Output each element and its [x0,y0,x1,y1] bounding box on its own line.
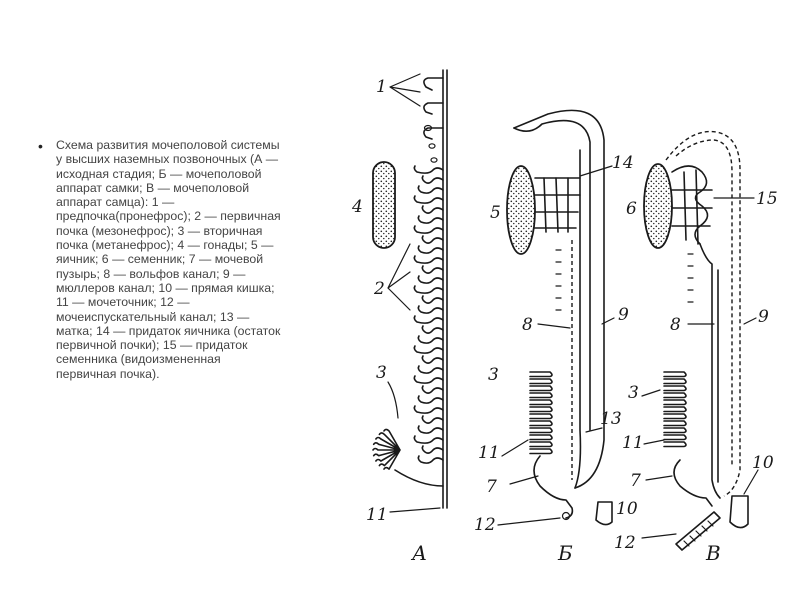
label-b-9: 9 [618,305,629,325]
label-a-3: 3 [376,363,387,383]
panel-label-b: Б [557,541,573,565]
mullerian-duct-b [513,109,605,489]
urethra-c [675,511,721,551]
rectum-c [729,495,749,529]
bladder-b [533,455,574,519]
label-c-3: 3 [628,383,639,403]
vas-deferens [699,243,721,499]
metanephros-b [529,371,553,455]
label-b-12: 12 [474,515,496,535]
label-b-7: 7 [486,477,497,497]
caption-list-item: • Схема развития мочеполовой системы у в… [38,138,283,381]
metanephros-c [663,371,687,448]
ureter-a [394,469,444,487]
degenerating-tubules [423,124,438,163]
bladder-c [673,459,713,507]
label-c-7: 7 [630,471,641,491]
panel-a-drawing: 1 4 2 3 11 А [351,69,448,565]
label-a-2: 2 [373,279,385,299]
label-b-14: 14 [612,153,634,173]
panel-c-drawing: 6 15 8 9 3 11 7 12 10 В [614,130,778,565]
label-c-10: 10 [752,453,774,473]
testis [643,163,673,249]
panel-label-c: В [705,541,721,565]
label-b-10: 10 [616,499,638,519]
label-b-11: 11 [478,443,500,463]
label-b-13: 13 [600,409,622,429]
label-c-6: 6 [626,199,637,219]
panel-b-drawing: 5 14 8 9 3 13 11 7 12 10 Б [474,109,638,565]
label-c-12: 12 [614,533,636,553]
metanephros-a [372,428,401,470]
label-b-3: 3 [488,365,499,385]
mullerian-remnant-c [665,130,741,497]
ovary [506,165,536,255]
gonad-a [372,161,396,249]
caption-bullet: • [38,138,43,154]
label-c-15: 15 [756,189,778,209]
label-a-11: 11 [366,505,388,525]
label-a-1: 1 [376,77,387,97]
tubule-remnants-c [687,253,694,303]
pronephros-tubules [423,77,444,140]
label-c-11: 11 [622,433,644,453]
label-a-4: 4 [351,197,363,217]
tubule-remnants-b [555,249,562,311]
epididymis-network [671,165,713,245]
label-c-9: 9 [758,307,769,327]
label-b-5: 5 [490,203,501,223]
epoophoron-network [534,177,581,233]
label-c-8: 8 [670,315,681,335]
caption-text: Схема развития мочеполовой системы у выс… [56,138,281,381]
rectum-b [595,501,613,526]
label-b-8: 8 [522,315,533,335]
panel-label-a: А [410,541,427,565]
mesonephros-tubules [413,165,444,464]
urethra-b [561,511,571,521]
